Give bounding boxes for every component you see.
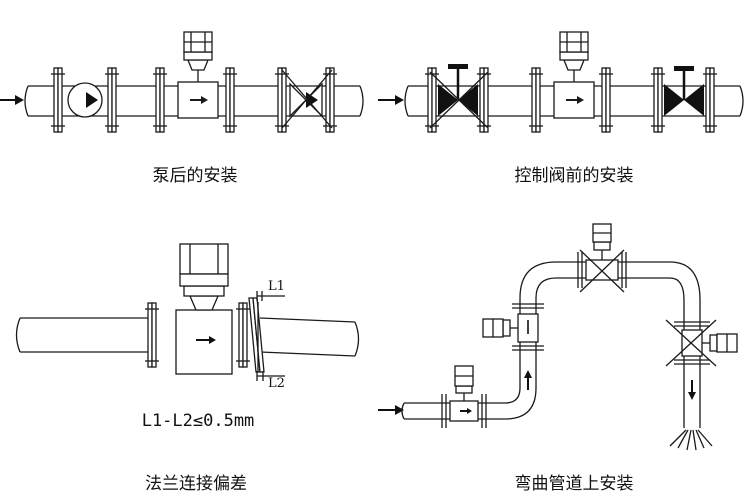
tilted-flange (248, 297, 265, 373)
flowmeter-icon (553, 31, 595, 119)
caption-before-control-valve: 控制阀前的安装 (515, 166, 634, 186)
crossed-flowmeter-icon (579, 223, 625, 293)
caption-bend-pipe: 弯曲管道上安装 (515, 474, 634, 494)
panel-flange-offset: L1 L2 L1-L2≤0.5mm 法兰连接偏差 (15, 243, 360, 494)
flowmeter-icon (482, 313, 539, 343)
dimension-l2: L2 (268, 376, 285, 391)
flowmeter-icon (175, 243, 233, 375)
water-spray (669, 429, 713, 451)
crossed-valve-icon (281, 69, 333, 129)
control-valve-icon (664, 66, 704, 116)
panel-before-control-valve: 控制阀前的安装 (377, 31, 744, 186)
panel-after-pump: 泵后的安装 (0, 31, 364, 186)
crossed-flowmeter-icon (665, 319, 738, 367)
pump-icon (67, 82, 103, 118)
dimension-l1: L1 (268, 279, 285, 294)
flow-arrow-icon (0, 94, 25, 106)
flow-arrow-icon (377, 94, 405, 106)
panel-bend-pipe: 弯曲管道上安装 (377, 223, 738, 494)
flowmeter-icon (449, 365, 479, 422)
tolerance-formula: L1-L2≤0.5mm (142, 411, 255, 431)
flow-arrow-icon (377, 404, 405, 416)
caption-flange-offset: 法兰连接偏差 (145, 474, 247, 494)
flowmeter-icon (177, 31, 219, 119)
crossed-valve-icon (429, 64, 489, 129)
caption-after-pump: 泵后的安装 (153, 166, 238, 186)
